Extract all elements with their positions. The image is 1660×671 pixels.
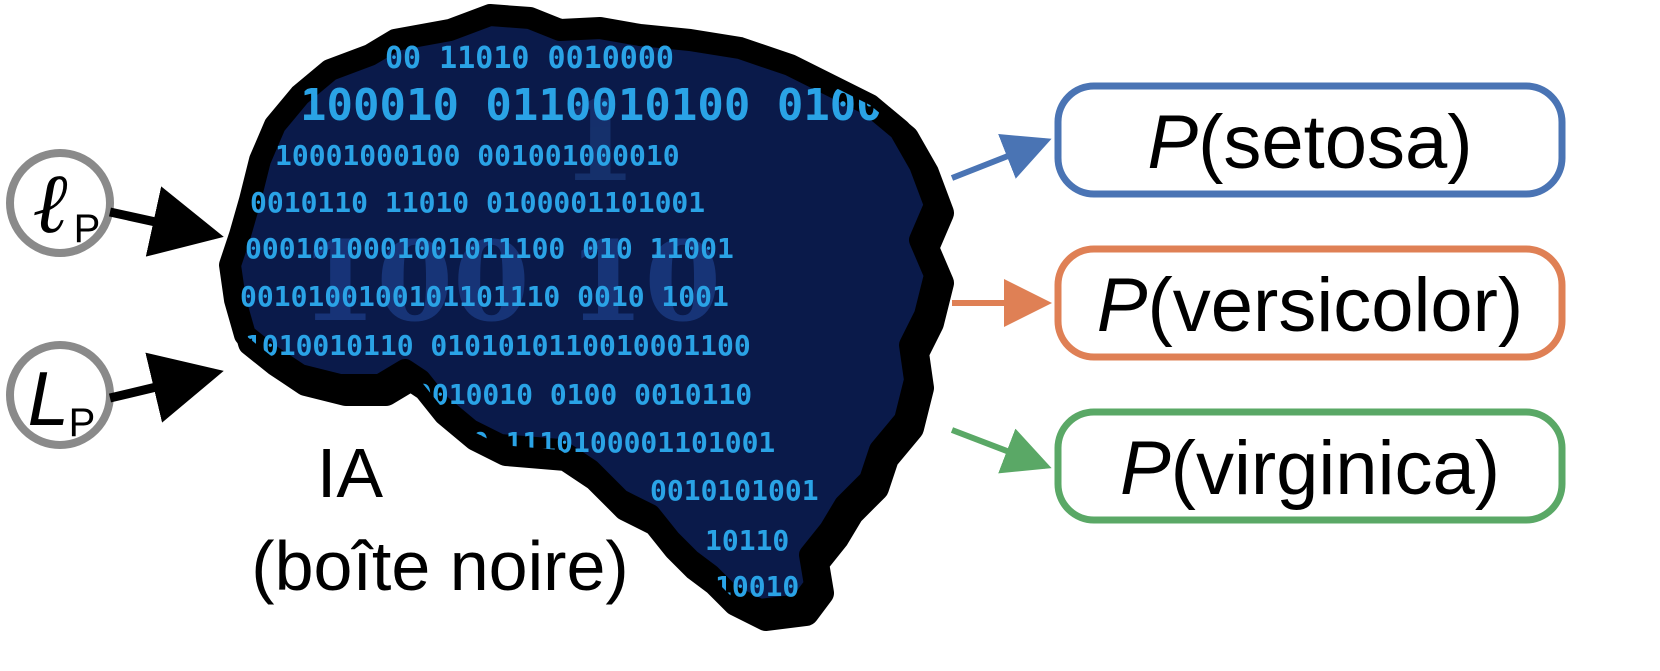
input-arrow [109, 186, 224, 257]
output-virginica: P(virginica) [1054, 408, 1566, 524]
input-arrow [108, 352, 224, 423]
binary-row: 10110 [705, 524, 789, 557]
model-label-line2: (boîte noire) [251, 527, 628, 605]
output-box [1054, 245, 1566, 361]
binary-row: 0001010001001011100 010 11001 [245, 232, 734, 265]
binary-row: 0010100100101101110 0010 1001 [240, 280, 729, 313]
output-box [1054, 408, 1566, 524]
input-lp-small: ℓ P [6, 149, 114, 257]
brain-bg-digit: 1 [560, 77, 637, 206]
output-text: P(setosa) [1147, 100, 1472, 185]
input-symbol: ℓ [33, 154, 68, 252]
output-text: P(virginica) [1120, 426, 1500, 511]
output-setosa: P(setosa) [1054, 82, 1566, 198]
output-box [1054, 82, 1566, 198]
input-circle [6, 149, 114, 257]
binary-row: 10001000100 001001000010 [275, 139, 680, 172]
binary-row: 100010 0110010100 0100 [300, 80, 883, 131]
input-subscript: P [69, 401, 96, 445]
binary-row: 0010110 11010 0100001101001 [250, 186, 705, 219]
brain-outline [219, 4, 946, 621]
input-lp-capital: L P [6, 341, 114, 449]
binary-row: 0010010 0100 0010110 [415, 378, 752, 411]
brain-bg-digits: 100 10 [300, 217, 721, 346]
binary-row: 00 11010 0010000 [385, 41, 674, 76]
binary-row: 1010010110 0101010110010001100 [245, 329, 751, 362]
output-arrow-setosa [950, 134, 1052, 181]
binary-row: 0010101001 [650, 474, 819, 507]
output-text: P(versicolor) [1097, 263, 1524, 348]
input-subscript: P [74, 207, 101, 251]
input-symbol: L [28, 358, 68, 442]
output-versicolor: P(versicolor) [1054, 245, 1566, 361]
model-label-line1: IA [317, 434, 383, 512]
output-arrow-virginica [950, 427, 1052, 474]
ai-brain: 1 100 10 00 11010 0010000 100010 01100101… [219, 4, 954, 631]
